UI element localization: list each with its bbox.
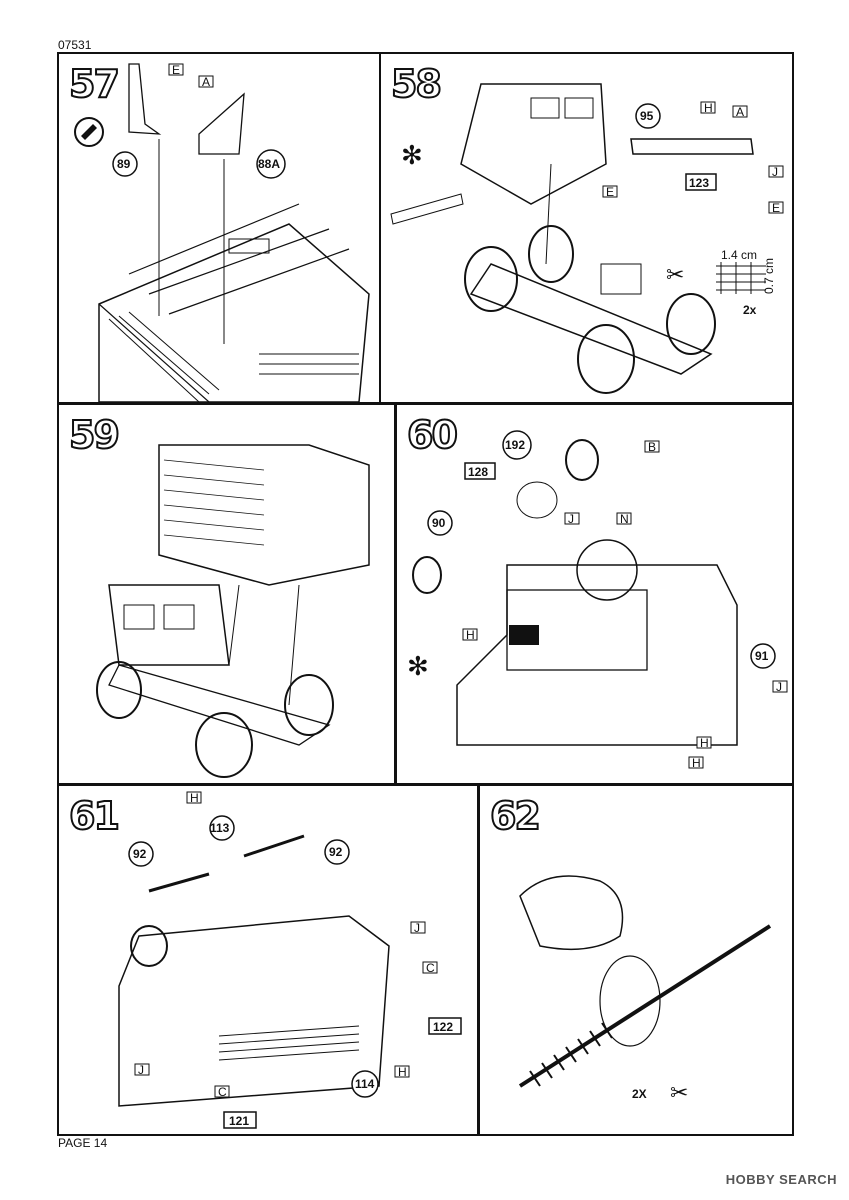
glue-tube-icon (81, 124, 97, 140)
tag-label: H (398, 1065, 407, 1079)
step-57-drawing: E A 89 88A (74, 63, 370, 402)
tag-label: J (568, 512, 574, 526)
step-number: 62 (489, 793, 542, 839)
tag-label: H (692, 756, 701, 770)
step-61-drawing: H 92 113 92 J C 122 J H 114 C 121 (118, 791, 462, 1129)
quantity: 2X (632, 1087, 647, 1101)
step-60-panel: 60 192 128 90 B J N H ✻ 91 J H H (395, 403, 794, 785)
step-59-panel: 59 (57, 403, 396, 785)
dim-height: 0.7 cm (762, 258, 776, 294)
asterisk-icon: ✻ (401, 140, 423, 170)
part-number: 192 (505, 438, 525, 452)
quantity: 2x (743, 303, 757, 317)
part-number: 123 (689, 176, 709, 190)
tag-label: J (776, 680, 782, 694)
tag-label: A (736, 105, 744, 119)
tag-label: J (138, 1063, 144, 1077)
step-58-drawing: ✻ 95 H A 123 E J E 1.4 cm 0.7 cm ✂ 2x (390, 83, 784, 394)
tag-label: N (620, 512, 629, 526)
step-60-drawing: 192 128 90 B J N H ✻ 91 J H H (407, 430, 788, 770)
part-number: 92 (133, 847, 147, 861)
kit-code: 07531 (58, 38, 92, 52)
tag-label: C (218, 1085, 227, 1099)
watermark: HOBBY SEARCH (725, 1172, 837, 1187)
asterisk-icon: ✻ (407, 651, 429, 681)
step-62-panel: 62 2X ✂ (478, 784, 794, 1136)
part-number: 88A (258, 157, 280, 171)
tag-label: C (426, 961, 435, 975)
tag-label: J (414, 921, 420, 935)
part-number: 128 (468, 465, 488, 479)
hand-icon (519, 875, 624, 951)
step-58-panel: 58 ✻ 95 H A 123 E J E 1.4 cm 0.7 cm (379, 52, 794, 404)
part-number: 122 (433, 1020, 453, 1034)
step-57-panel: 57 E A 89 88A (57, 52, 382, 404)
step-number: 59 (68, 412, 121, 458)
part-number: 91 (755, 649, 769, 663)
part-number: 113 (210, 821, 230, 835)
step-number: 60 (406, 412, 459, 458)
tag-label: H (700, 736, 709, 750)
part-number: 92 (329, 845, 343, 859)
part-number: 121 (229, 1114, 249, 1128)
tag-label: B (648, 440, 656, 454)
scissors-icon: ✂ (670, 1080, 688, 1105)
step-number: 57 (68, 61, 121, 107)
part-number: 114 (355, 1077, 375, 1091)
step-number: 61 (68, 793, 121, 839)
part-number: 89 (117, 157, 131, 171)
step-number: 58 (390, 61, 443, 107)
step-59-drawing (96, 444, 370, 778)
part-number: 95 (640, 109, 654, 123)
tag-label: H (466, 628, 475, 642)
tag-label: H (190, 791, 199, 805)
glue-icon (74, 117, 104, 147)
part-number: 90 (432, 516, 446, 530)
tag-label: E (772, 201, 780, 215)
tag-label: H (704, 101, 713, 115)
page-number: PAGE 14 (58, 1136, 108, 1150)
dim-width: 1.4 cm (721, 248, 757, 262)
tag-label: J (772, 165, 778, 179)
step-62-drawing: 2X ✂ (518, 875, 772, 1105)
tag-label: A (202, 75, 210, 89)
tag-label: E (606, 185, 614, 199)
step-61-panel: 61 H 92 113 92 J C 122 J H 114 C 121 (57, 784, 479, 1136)
scissors-icon: ✂ (666, 262, 684, 287)
tag-label: E (172, 63, 180, 77)
